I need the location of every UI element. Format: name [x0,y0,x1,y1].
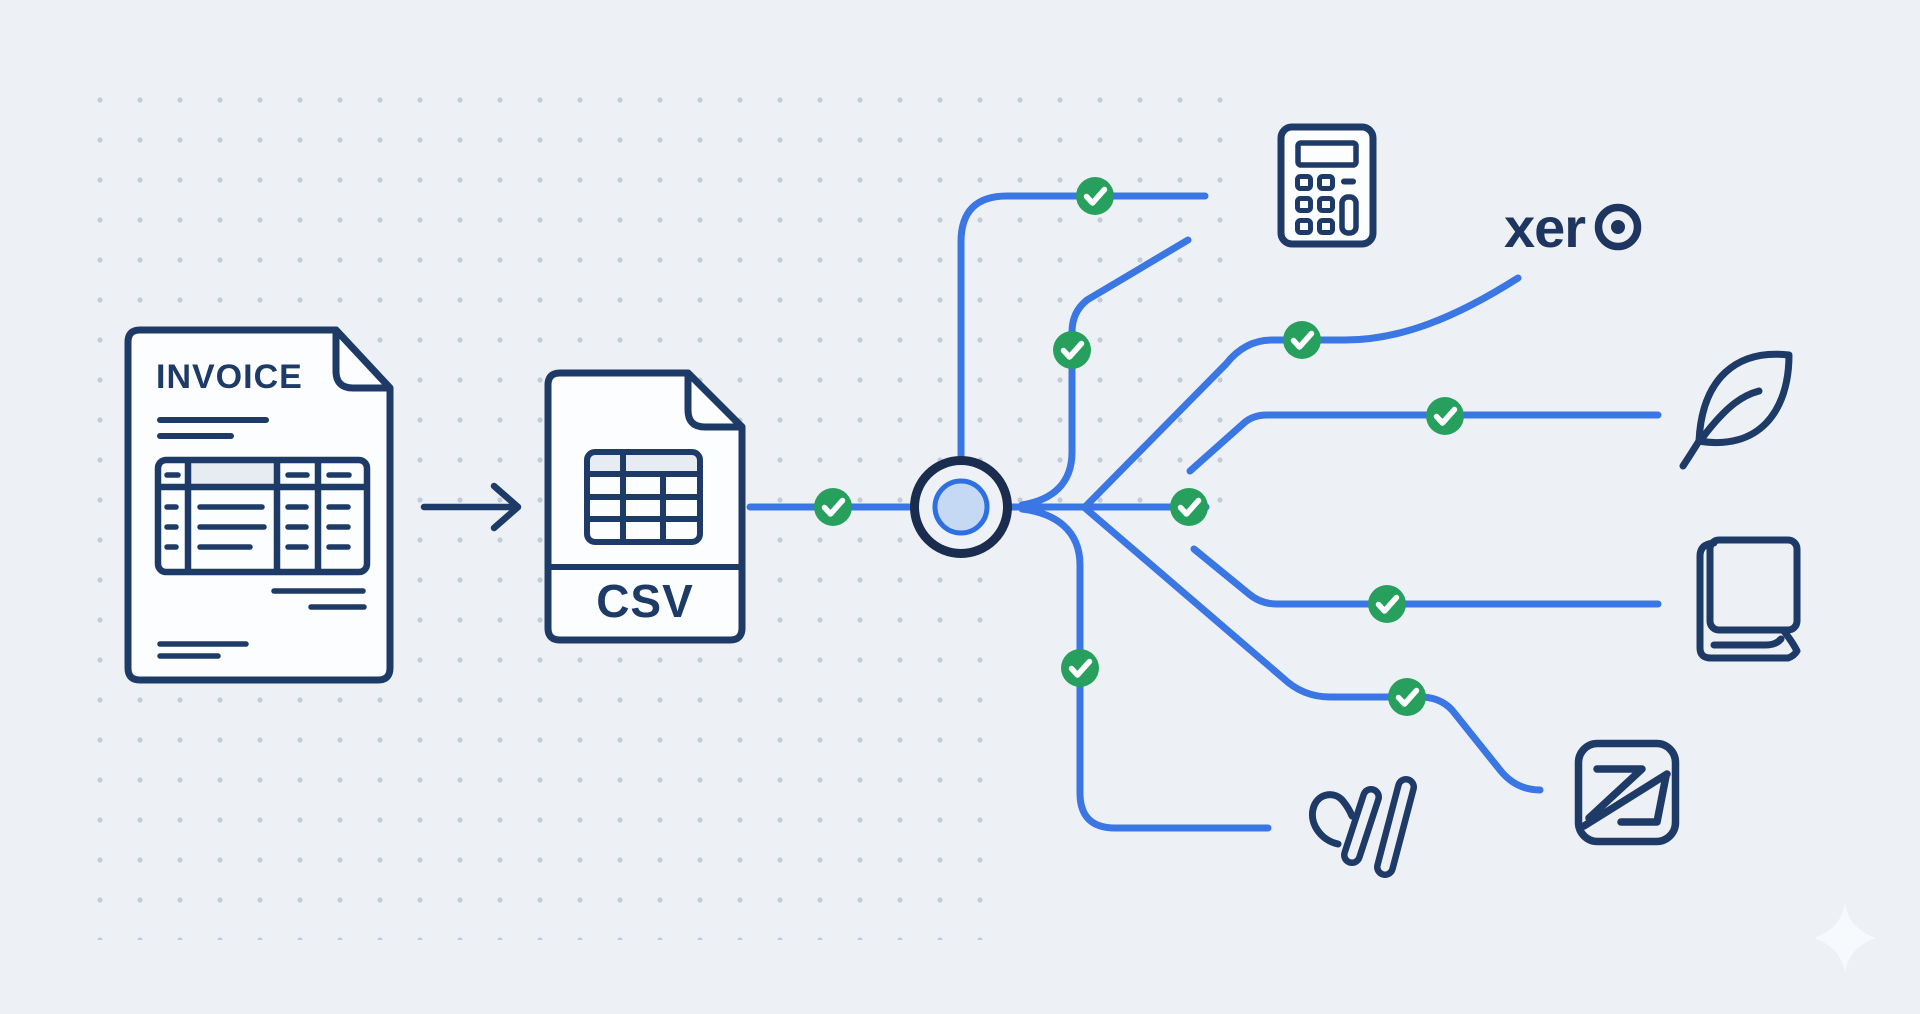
leaf-icon [1679,350,1793,470]
check-icon [1388,678,1426,716]
connector-wave [1018,505,1272,832]
invoice-table [154,456,371,576]
connector-xero [1081,274,1522,511]
book-icon [1696,536,1801,662]
csv-label: CSV [596,575,694,627]
xero-logo-text: xer [1504,196,1585,259]
check-icon [1283,321,1321,359]
folded-corner-icon [332,326,394,392]
check-badges [814,177,1464,716]
connector-lines [746,192,1662,832]
wave-icon [1309,776,1417,878]
sparkle-icon [1815,904,1875,972]
xero-logo: xer [1504,196,1642,259]
check-icon [1426,397,1464,435]
check-icon [1053,331,1091,369]
connector-leaf [1186,411,1662,475]
check-icon [1076,177,1114,215]
hub-node [910,456,1012,558]
check-icon [1061,649,1099,687]
folded-corner-icon [684,369,746,431]
invoice-title: INVOICE [156,358,303,396]
connector-book-b [1190,545,1662,608]
zoho-z-icon [1574,739,1680,846]
connector-calculator [957,192,1209,464]
invoice-document: INVOICE [124,326,394,684]
check-icon [814,488,852,526]
arrow-icon [420,482,522,532]
connector-zoho [1081,504,1544,794]
check-icon [1170,488,1208,526]
calculator-icon [1277,123,1377,248]
spreadsheet-grid-icon [584,449,703,545]
check-icon [1368,585,1406,623]
connector-steep-up [1018,236,1192,509]
csv-file: CSV [544,369,746,644]
